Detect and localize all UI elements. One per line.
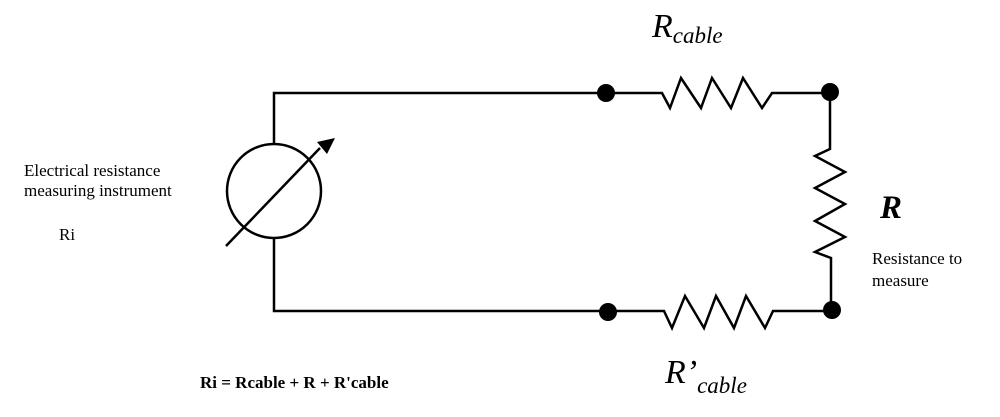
variable-meter-icon (225, 142, 323, 240)
measured-resistor-icon (811, 93, 848, 310)
meter-bottom-lead-wire (272, 238, 608, 313)
meter-arrow-shaft (225, 147, 321, 247)
instrument-label-line2: measuring instrument (24, 180, 172, 200)
meter-top-lead-wire (272, 91, 606, 144)
measured-resistance-description-line2: measure (872, 271, 929, 291)
instrument-label: Electrical resistance measuring instrume… (24, 161, 172, 200)
measured-resistance-description: Resistance to measure (872, 248, 962, 292)
instrument-symbol-label: Ri (59, 225, 76, 244)
bottom-right-terminal-dot (823, 301, 841, 319)
bottom-cable-resistance-label: R’cable (665, 353, 747, 398)
top-cable-symbol: R (652, 8, 673, 45)
top-left-terminal-dot (597, 84, 615, 102)
instrument-label-line1: Electrical resistance (24, 161, 161, 180)
top-cable-subscript: cable (672, 23, 723, 48)
bottom-left-terminal-dot (599, 303, 617, 321)
bottom-cable-subscript: cable (697, 373, 747, 398)
top-cable-resistance-label: Rcable (652, 7, 723, 48)
measured-resistance-description-line1: Resistance to (872, 249, 963, 268)
top-cable-resistor-icon (606, 75, 830, 112)
meter-arrow-head-icon (317, 138, 335, 154)
bottom-cable-symbol: R’ (665, 354, 698, 391)
resistance-formula: Ri = Rcable + R + R'cable (200, 373, 389, 392)
top-right-terminal-dot (821, 83, 839, 101)
measured-resistance-symbol: R (880, 190, 903, 226)
bottom-cable-resistor-icon (608, 293, 832, 332)
